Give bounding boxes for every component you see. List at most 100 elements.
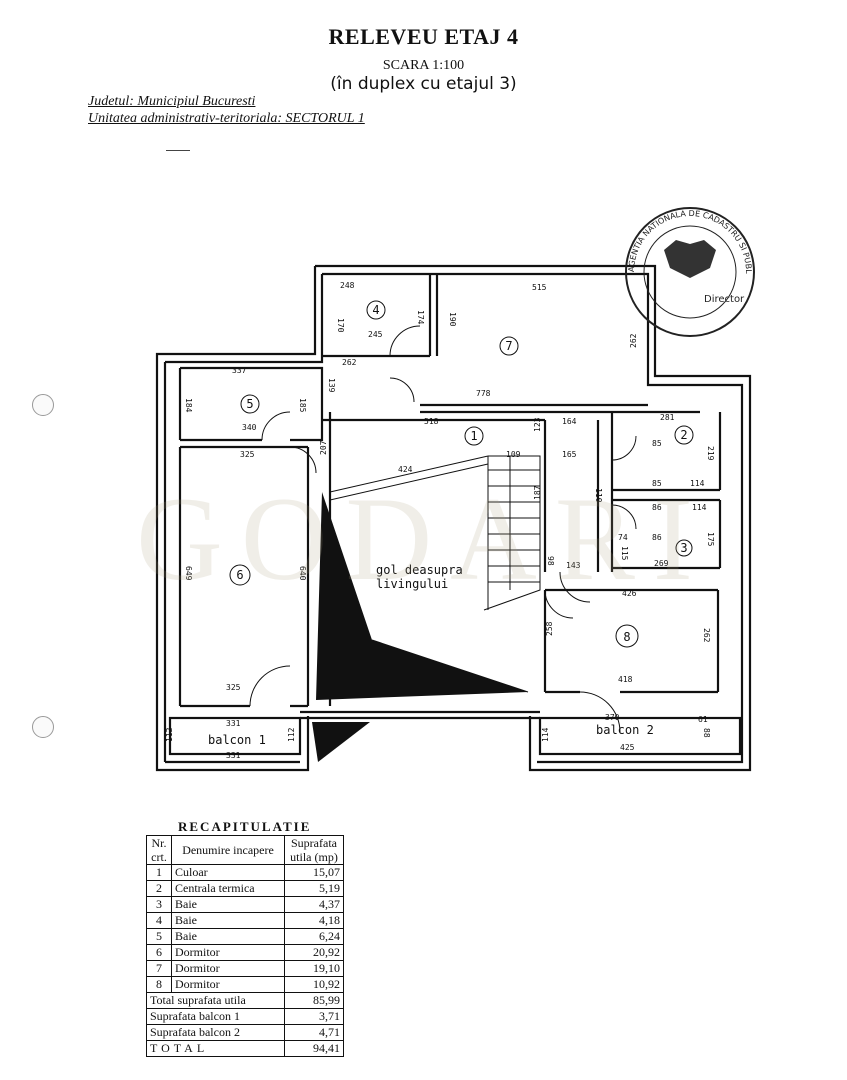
row-name: Dormitor (171, 944, 285, 961)
balcon2-label: Suprafata balcon 2 (146, 1024, 285, 1041)
room-number-2: 2 (680, 428, 687, 442)
dim-label: 114 (692, 503, 707, 512)
balcon1-label: Suprafata balcon 1 (146, 1008, 285, 1025)
dim-label: 258 (545, 621, 554, 636)
dim-label: 325 (226, 683, 241, 692)
dim-label: 115 (620, 546, 629, 561)
page-title: RELEVEU ETAJ 4 (328, 24, 519, 49)
dim-label: 262 (702, 628, 711, 643)
row-area: 10,92 (284, 976, 344, 993)
row-name: Dormitor (171, 976, 285, 993)
room-number-5: 5 (246, 397, 253, 411)
dim-label: 269 (654, 559, 669, 568)
official-stamp: AGENTIA NATIONALA DE CADASTRU SI PUBLICI… (0, 0, 755, 337)
row-area: 19,10 (284, 960, 344, 977)
row-nr: 4 (146, 912, 172, 929)
punch-hole (32, 716, 54, 738)
void-label-line-1: gol deasupra (376, 563, 463, 577)
dim-label: 418 (618, 675, 633, 684)
balcony-label-2: balcon 2 (596, 723, 654, 737)
grand-total-row: TOTAL 94,41 (146, 1040, 344, 1057)
dim-label: 515 (532, 283, 547, 292)
table-row: 1 Culoar 15,07 (146, 864, 344, 881)
dim-label: 518 (424, 417, 439, 426)
dim-label: 61 (698, 715, 708, 724)
dim-label: 281 (660, 413, 675, 422)
room-number-8: 8 (623, 630, 630, 644)
scale-label: SCARA 1:100 (382, 58, 465, 73)
room-number-7: 7 (505, 339, 512, 353)
dim-label: 165 (562, 450, 577, 459)
room-number-3: 3 (680, 541, 687, 555)
row-nr: 6 (146, 944, 172, 961)
punch-hole (32, 394, 54, 416)
row-nr: 3 (146, 896, 172, 913)
void-label-line-2: livingului (376, 577, 448, 591)
balcon2-value: 4,71 (284, 1024, 344, 1041)
dim-label: 370 (605, 713, 620, 722)
grand-total-label: TOTAL (146, 1040, 285, 1057)
dim-label: 112 (165, 727, 174, 742)
table-row: 5 Baie 6,24 (146, 928, 344, 945)
row-name: Centrala termica (171, 880, 285, 897)
room-number-4: 4 (372, 303, 379, 317)
dim-label: 109 (506, 450, 521, 459)
row-name: Culoar (171, 864, 285, 881)
table-row: 8 Dormitor 10,92 (146, 976, 344, 993)
dim-label: 426 (622, 589, 637, 598)
dim-label: 86 (652, 533, 662, 542)
dim-label: 88 (702, 728, 711, 738)
table-header-row: Nr. crt. Denumire incapere Suprafata uti… (146, 835, 344, 865)
duplex-note: (în duplex cu etajul 3) (330, 74, 517, 94)
dim-label: 114 (541, 727, 550, 742)
grand-total-value: 94,41 (284, 1040, 344, 1057)
dim-label: 85 (652, 439, 662, 448)
dim-label: 170 (336, 318, 345, 333)
row-nr: 1 (146, 864, 172, 881)
admin-unit-line: Unitatea administrativ-teritoriala: SECT… (88, 111, 365, 126)
short-rule (166, 150, 190, 151)
table-row: 7 Dormitor 19,10 (146, 960, 344, 977)
dim-label: 164 (562, 417, 577, 426)
total-util-value: 85,99 (284, 992, 344, 1009)
dim-label: 778 (476, 389, 491, 398)
row-name: Baie (171, 912, 285, 929)
total-util-label: Total suprafata utila (146, 992, 285, 1009)
dim-label: 248 (340, 281, 355, 290)
floor-plan: 1 2 3 4 5 6 7 8 balcon 1 balcon 2 gol de… (0, 0, 755, 772)
col-nr-header: Nr. crt. (146, 835, 172, 865)
dim-label: 114 (690, 479, 705, 488)
dim-label: 175 (706, 532, 715, 547)
dim-label: 219 (706, 446, 715, 461)
dim-label: 262 (342, 358, 357, 367)
row-area: 4,37 (284, 896, 344, 913)
row-nr: 8 (146, 976, 172, 993)
balcon2-row: Suprafata balcon 2 4,71 (146, 1024, 344, 1041)
dim-label: 190 (448, 312, 457, 327)
dim-label: 424 (398, 465, 413, 474)
row-nr: 7 (146, 960, 172, 977)
dim-label: 640 (298, 566, 307, 581)
balcony-label-1: balcon 1 (208, 733, 266, 747)
dim-label: 174 (416, 310, 425, 325)
row-name: Baie (171, 896, 285, 913)
dim-label: 185 (298, 398, 307, 413)
table-row: 6 Dormitor 20,92 (146, 944, 344, 961)
room-number-1: 1 (470, 429, 477, 443)
dim-label: 649 (184, 566, 193, 581)
stamp-inner-text: Director (704, 294, 745, 305)
row-name: Baie (171, 928, 285, 945)
dim-label: 110 (594, 488, 603, 503)
dim-label: 187 (533, 485, 542, 500)
recap-title: RECAPITULATIE (178, 819, 312, 834)
dim-label: 245 (368, 330, 383, 339)
dim-label: 340 (242, 423, 257, 432)
row-area: 15,07 (284, 864, 344, 881)
table-row: 4 Baie 4,18 (146, 912, 344, 929)
dim-label: 86 (652, 503, 662, 512)
recap-table: Nr. crt. Denumire incapere Suprafata uti… (146, 835, 344, 1057)
col-area-header: Suprafata utila (mp) (284, 835, 344, 865)
dim-label: 262 (629, 333, 638, 348)
watermark: GODARI (136, 472, 711, 605)
room-number-6: 6 (236, 568, 243, 582)
